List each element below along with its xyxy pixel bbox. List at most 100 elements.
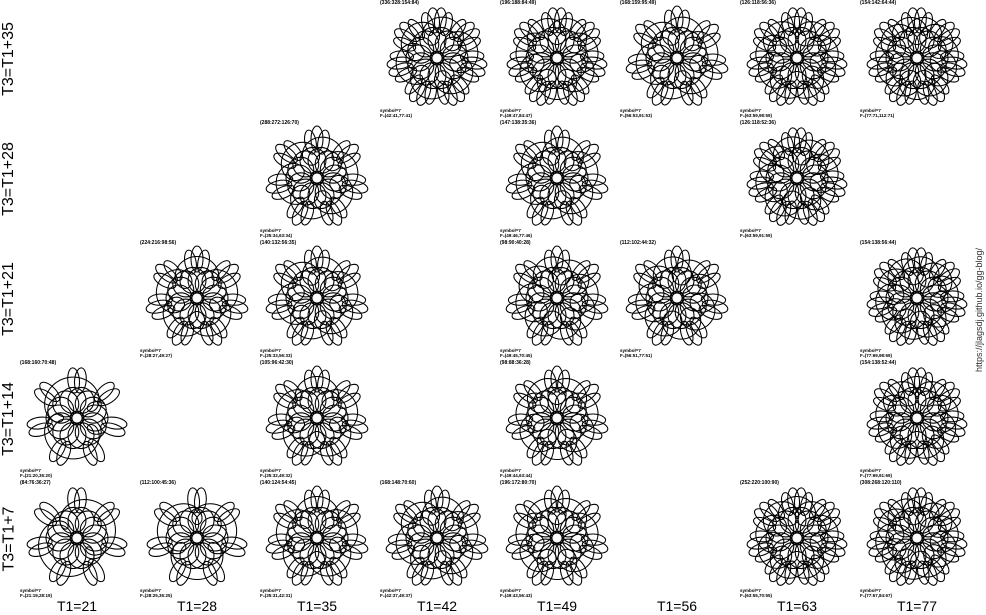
row-label: T3=T1+35 [0,0,18,118]
loop-ring [561,404,589,432]
loop-ring [427,62,455,90]
loop-ring [427,542,455,570]
loop-ring [314,418,342,446]
loop-ring [527,412,555,440]
column-label: T1=21 [56,598,98,614]
row-label: T3=T1+7 [0,480,18,598]
cell-formula: F₀(63:55,70:55) [740,593,773,598]
loop-ring [194,510,222,538]
petal-lobe [927,318,946,343]
petal-lobe [904,80,917,105]
petal-lobe [540,12,555,37]
pattern-curves [145,245,249,346]
petal-lobe [28,542,54,557]
petal-lobe [283,260,303,281]
petal-lobe [941,296,968,310]
loop-ring [539,386,567,414]
loop-ring [674,30,702,58]
petal-lobe [759,501,781,523]
cell-symbol: symbol=7 [860,348,881,353]
loop-ring [439,36,467,64]
petal-lobe [209,316,228,339]
row-label-text: T3=T1+21 [0,262,18,336]
loop-ring [532,510,560,538]
petal-lobe [168,558,187,583]
petal-lobe [913,247,927,274]
loop-ring [801,524,829,552]
loop-ring [199,516,227,544]
petal-lobe [336,143,359,164]
loop-ring [412,538,440,566]
loop-ring [914,510,942,538]
petal-lobe [819,170,845,183]
petal-lobe [337,152,361,169]
petal-lobe [873,276,897,292]
loop-ring [287,532,315,560]
petal-lobe [523,260,543,281]
interlace-curve [635,16,719,100]
loop-ring [772,58,800,86]
pattern-curves [505,485,609,586]
petal-lobe [439,560,454,586]
loop-ring [299,386,327,414]
center-ring [69,530,85,546]
petal-lobe [331,140,351,161]
petal-lobe [633,32,657,49]
petal-lobe [816,508,841,527]
rosette-pattern [866,247,968,346]
petal-lobe [48,438,67,463]
petal-lobe [749,170,775,183]
petal-lobe [679,320,694,346]
petal-lobe [190,245,204,273]
petal-lobe [873,388,898,407]
column-label: T1=42 [416,598,458,614]
loop-ring [67,542,95,570]
cell-formula: F₀(77:69,91:69) [860,473,893,478]
petal-lobe [749,530,775,543]
rosette-pattern [265,245,369,346]
loop-ring [645,44,673,72]
loop-ring [47,412,75,440]
loop-ring [194,538,222,566]
center-ring [669,50,685,66]
petal-lobe [697,32,721,49]
rosette-pattern [505,245,609,346]
petal-lobe [793,127,807,154]
petal-lobe [159,501,181,523]
loop-ring [419,26,447,54]
cell-symbol: symbol=7 [500,588,521,593]
petal-lobe [643,20,663,41]
petal-lobe [940,62,966,77]
center-ring [189,530,205,546]
loop-ring [921,44,949,72]
loop-ring [167,292,195,320]
interlace-curve [515,378,599,461]
interlace-curve [515,18,599,101]
center-ring [909,290,925,306]
loop-ring [887,292,915,320]
center-ring [309,290,325,306]
loop-ring [419,506,447,534]
petal-lobe [340,173,367,186]
cell-formula: F₀(35:33,56:33) [260,353,293,358]
loop-ring [787,62,815,90]
petal-lobe [940,302,966,317]
petal-lobe [866,56,893,70]
petal-lobe [393,512,417,529]
loop-ring [527,52,555,80]
petal-lobe [331,260,351,281]
petal-lobe [784,560,797,585]
petal-lobe [96,388,121,407]
petal-lobe [515,263,538,284]
loop-ring [74,418,102,446]
petal-lobe [933,501,955,523]
cell-formula: F₀(56:53,91:53) [620,113,653,118]
cell-formula: F₀(49:43,56:43) [500,593,533,598]
petal-lobe [166,316,185,339]
loop-ring [554,150,582,178]
petal-lobe [700,293,727,306]
petal-lobe [936,388,961,407]
